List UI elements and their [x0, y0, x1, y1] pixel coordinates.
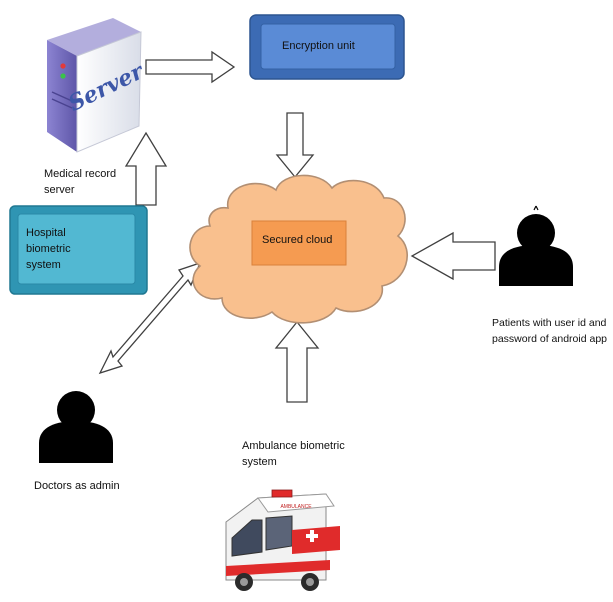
person-icon — [39, 391, 113, 463]
encryption-unit-box — [249, 14, 405, 80]
arrow-ambulance-to-cloud — [274, 320, 320, 403]
secured-cloud-label: Secured cloud — [262, 234, 333, 246]
ambulance-vehicle-text: AMBULANCE — [280, 504, 312, 510]
arrow-server-to-encryption — [145, 50, 236, 84]
patients-label-line2: password of android app — [492, 333, 607, 345]
ambulance-biometric-label-line2: system — [242, 456, 277, 468]
ambulance-biometric-label: Ambulance biometric system — [242, 438, 345, 470]
hospital-biometric-box — [9, 205, 148, 295]
secured-cloud — [189, 174, 408, 324]
arrow-hospital-to-server — [124, 131, 168, 206]
hospital-biometric-label-line2: biometric — [26, 243, 71, 255]
hospital-biometric-label-line3: system — [26, 259, 61, 271]
medical-record-server-label-line2: server — [44, 184, 75, 196]
secured-cloud-label-box — [251, 220, 347, 266]
hospital-biometric-label-line1: Hospital — [26, 227, 66, 239]
person-icon — [499, 205, 573, 286]
doctors-label: Doctors as admin — [34, 480, 120, 492]
server-icon: Server — [47, 18, 149, 153]
medical-record-server-label: Medical record server — [44, 166, 116, 198]
arrow-encryption-to-cloud — [275, 112, 315, 179]
patients-label: Patients with user id and password of an… — [492, 315, 607, 347]
hospital-biometric-label: Hospital biometric system — [26, 225, 71, 273]
ambulance-biometric-label-line1: Ambulance biometric — [242, 440, 345, 452]
ambulance-icon: AMBULANCE — [225, 489, 340, 591]
arrow-patients-to-cloud — [410, 231, 496, 281]
medical-record-server-label-line1: Medical record — [44, 168, 117, 180]
patients-label-line1: Patients with user id and — [492, 317, 607, 329]
encryption-unit-label: Encryption unit — [282, 40, 355, 52]
